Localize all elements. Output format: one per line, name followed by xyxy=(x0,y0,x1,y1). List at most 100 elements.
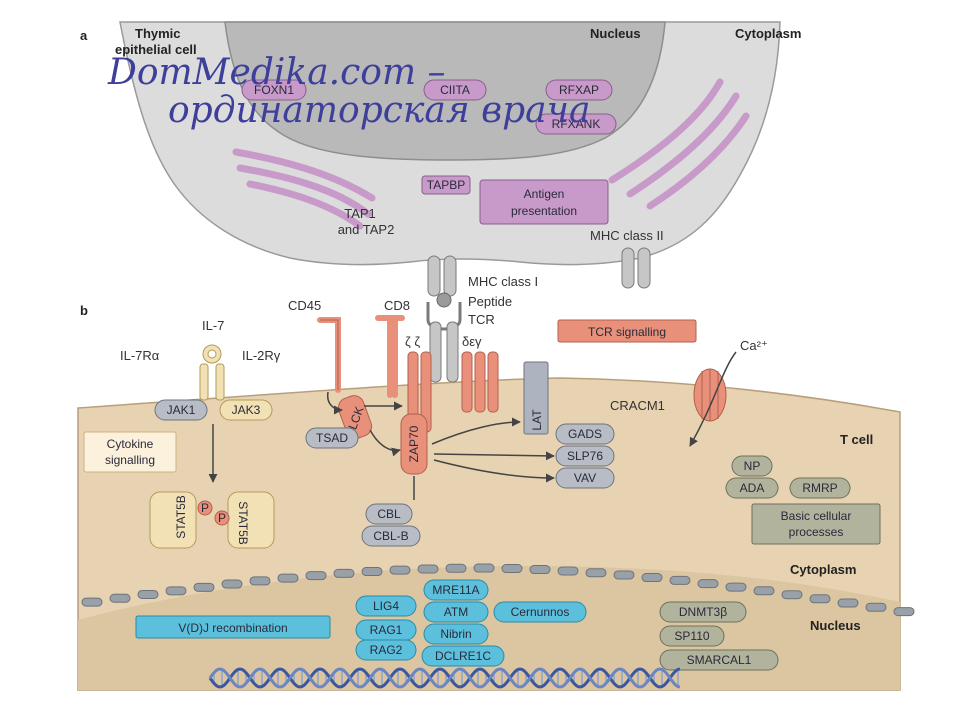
lat-box: LAT xyxy=(523,361,549,435)
cd8-label: CD8 xyxy=(384,298,410,313)
membrane-bead xyxy=(417,564,439,574)
il7-label: IL-7 xyxy=(202,318,224,333)
smarcal1-label: SMARCAL1 xyxy=(687,653,752,667)
basic-cellular-processes-box: Basic cellular processes xyxy=(751,503,881,545)
cbl-pill: CBL xyxy=(365,503,413,525)
membrane-bead xyxy=(809,594,831,604)
dclre1c-pill: DCLRE1C xyxy=(421,645,505,667)
antigen-label-1: Antigen xyxy=(524,187,565,201)
tcr-signalling-label: TCR signalling xyxy=(588,325,666,339)
membrane-bead xyxy=(389,565,411,575)
panel-a: FOXN1 CIITA RFXAP RFXANK TAPBP TAP1 and … xyxy=(80,21,801,297)
gene-label-rfxank: RFXANK xyxy=(552,117,601,131)
membrane-bead xyxy=(613,570,635,580)
cbl-label: CBL xyxy=(377,507,401,521)
dna-strand xyxy=(208,667,681,689)
cytoplasm-b-label: Cytoplasm xyxy=(790,562,856,577)
membrane-bead xyxy=(865,602,887,612)
cblb-label: CBL-B xyxy=(373,529,408,543)
lig4-pill: LIG4 xyxy=(355,595,417,617)
cytokine-signalling-box: Cytokine signalling xyxy=(83,431,177,473)
cytoplasm-a-label: Cytoplasm xyxy=(735,26,801,41)
jak3-label: JAK3 xyxy=(232,403,261,417)
zap70-label: ZAP70 xyxy=(407,425,421,462)
tapbp-box: TAPBP xyxy=(421,175,471,195)
phospho-label-1: P xyxy=(201,501,209,515)
sp110-pill: SP110 xyxy=(659,625,725,647)
cd8-receptor xyxy=(375,315,405,398)
mhc-class-ii-receptor xyxy=(621,247,651,289)
nibrin-pill: Nibrin xyxy=(423,623,489,645)
membrane-bead xyxy=(585,568,607,578)
np-label: NP xyxy=(744,459,761,473)
basic-label-2: processes xyxy=(789,525,844,539)
vav-label: VAV xyxy=(574,471,596,485)
thymic-label-2: epithelial cell xyxy=(115,42,197,57)
cernunnos-label: Cernunnos xyxy=(511,605,570,619)
lig4-label: LIG4 xyxy=(373,599,399,613)
tcr-signalling-box: TCR signalling xyxy=(557,319,697,343)
dna-double-helix xyxy=(208,667,681,689)
zap70-pill: ZAP70 xyxy=(400,413,428,475)
membrane-bead xyxy=(893,607,915,617)
membrane-bead xyxy=(781,590,803,600)
cracm1-channel xyxy=(689,351,737,447)
rag2-pill: RAG2 xyxy=(355,639,417,661)
membrane-bead xyxy=(361,567,383,577)
membrane-bead xyxy=(445,563,467,573)
cd45-receptor xyxy=(317,317,341,393)
antigen-label-2: presentation xyxy=(511,204,577,218)
watermark-line-1: DomMedika.com – xyxy=(107,52,446,93)
membrane-bead xyxy=(221,579,243,589)
rag2-label: RAG2 xyxy=(370,643,403,657)
deg-label: δεγ xyxy=(462,334,482,349)
lck-pill: LCK xyxy=(337,395,373,439)
panel-a-letter: a xyxy=(80,28,88,43)
basic-label-1: Basic cellular xyxy=(781,509,852,523)
membrane-bead xyxy=(837,598,859,608)
stat5b-label-1: STAT5B xyxy=(174,495,188,539)
gene-pill-ciita: CIITA xyxy=(423,79,487,101)
dnmt3b-label: DNMT3β xyxy=(679,605,727,619)
membrane-bead xyxy=(137,589,159,599)
nibrin-label: Nibrin xyxy=(440,627,471,641)
vdj-recombination-box: V(D)J recombination xyxy=(135,615,331,639)
dclre1c-label: DCLRE1C xyxy=(435,649,491,663)
tsad-pill: TSAD xyxy=(305,427,359,449)
rag1-label: RAG1 xyxy=(370,623,403,637)
membrane-bead xyxy=(557,566,579,576)
cernunnos-pill: Cernunnos xyxy=(493,601,587,623)
thymic-label-1: Thymic xyxy=(135,26,181,41)
vdj-label: V(D)J recombination xyxy=(178,621,287,635)
membrane-bead xyxy=(165,586,187,596)
atm-pill: ATM xyxy=(423,601,489,623)
peptide-mhc-tcr xyxy=(426,292,462,383)
lat-label: LAT xyxy=(530,409,544,431)
t-cell-label: T cell xyxy=(840,432,873,447)
golgi-left xyxy=(232,148,376,230)
membrane-bead xyxy=(669,575,691,585)
watermark: DomMedika.com – ординаторская врача xyxy=(107,52,590,131)
tap-label-2: and TAP2 xyxy=(338,222,395,237)
membrane-bead xyxy=(725,582,747,592)
rmrp-pill: RMRP xyxy=(789,477,851,499)
cytokine-label-2: signalling xyxy=(105,453,155,467)
zeta-label: ζ ζ xyxy=(405,334,420,349)
ada-label: ADA xyxy=(740,481,765,495)
ada-pill: ADA xyxy=(725,477,779,499)
cd45-label: CD45 xyxy=(288,298,321,313)
membrane-bead xyxy=(109,593,131,603)
phospho-label-2: P xyxy=(218,511,226,525)
cracm1-label: CRACM1 xyxy=(610,398,665,413)
membrane-bead xyxy=(333,568,355,578)
calcium-label: Ca²⁺ xyxy=(740,338,768,353)
dna-strand xyxy=(208,667,681,689)
tcr-label: TCR xyxy=(468,312,495,327)
dnmt3b-pill: DNMT3β xyxy=(659,601,747,623)
membrane-bead xyxy=(193,582,215,592)
tap-label-1: TAP1 xyxy=(344,206,376,221)
gene-pill-rfxap: RFXAP xyxy=(545,79,613,101)
gene-label-rfxap: RFXAP xyxy=(559,83,599,97)
cd3-zeta-chains xyxy=(407,351,432,433)
watermark-line-2: ординаторская врача xyxy=(168,90,590,131)
